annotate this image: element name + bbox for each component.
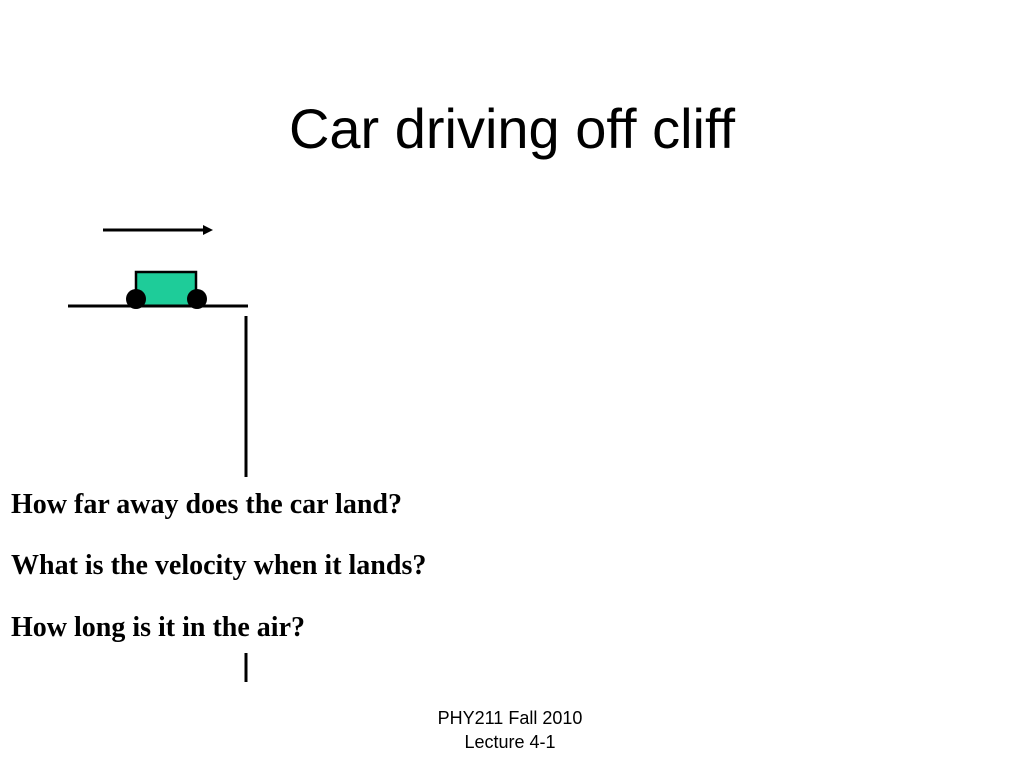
footer-lecture: Lecture 4-1	[464, 732, 556, 752]
car-front-wheel	[187, 289, 207, 309]
car-rear-wheel	[126, 289, 146, 309]
slide-footer: PHY211 Fall 2010 Lecture 4-1	[410, 706, 610, 754]
footer-course: PHY211 Fall 2010	[437, 708, 583, 728]
car-body	[134, 270, 198, 308]
slide-title: Car driving off cliff	[288, 97, 736, 160]
question-landing-velocity: What is the velocity when it lands?	[11, 550, 427, 581]
car	[126, 270, 207, 309]
question-landing-distance: How far away does the car land?	[11, 489, 402, 520]
question-air-time: How long is it in the air?	[11, 612, 306, 643]
velocity-arrow	[103, 225, 213, 235]
